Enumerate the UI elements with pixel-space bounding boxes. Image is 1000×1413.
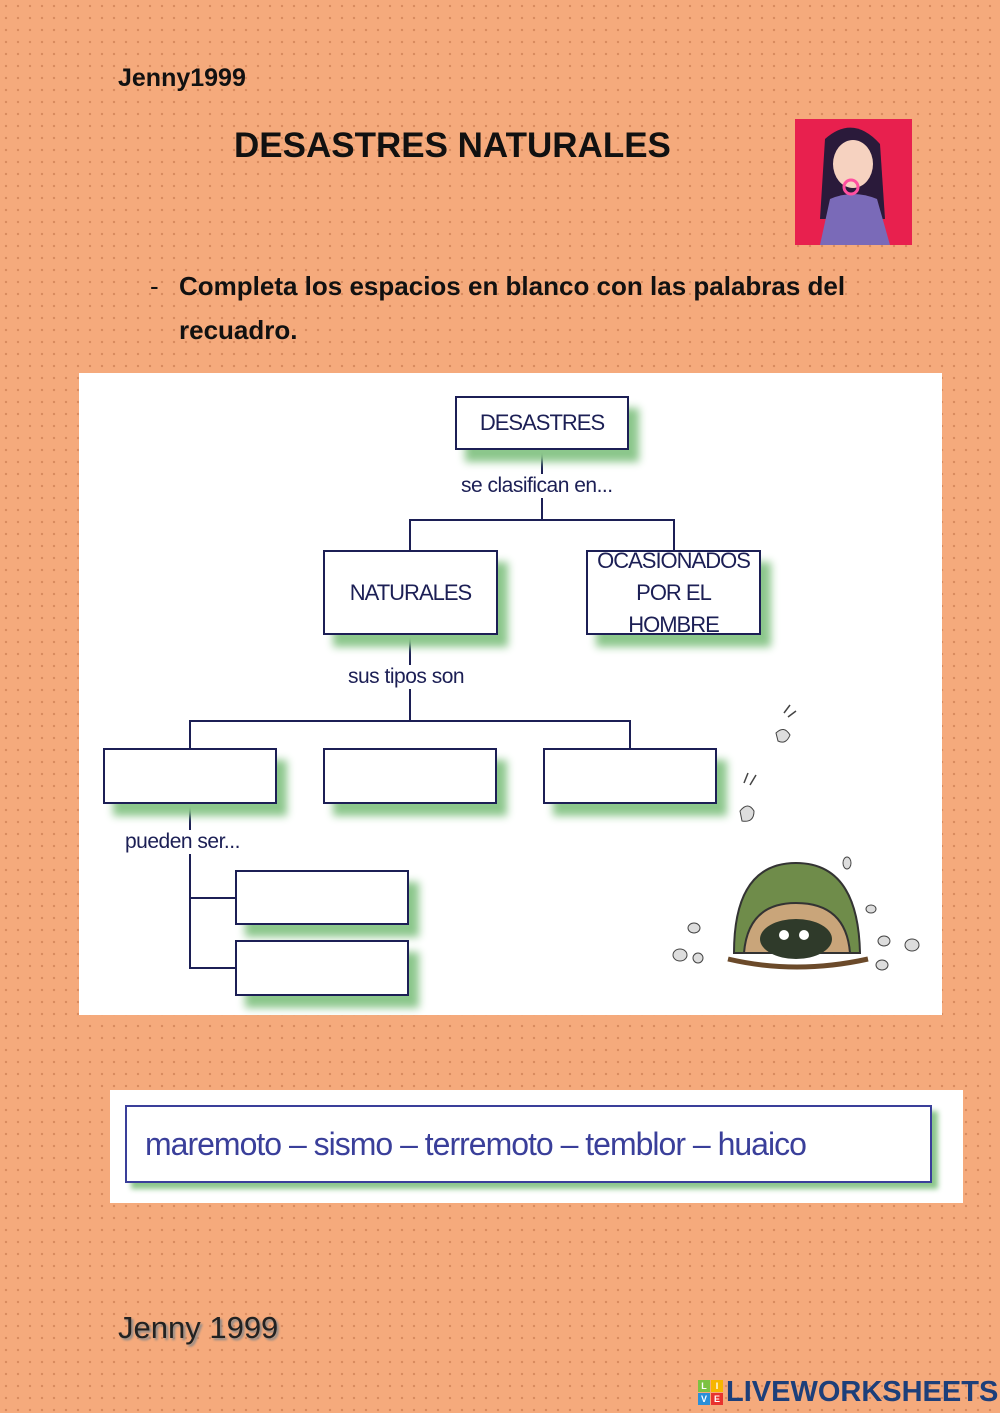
blank-subtype-2[interactable] — [235, 940, 409, 996]
instruction-text: Completa los espacios en blanco con las … — [179, 271, 846, 345]
blank-subtype-1[interactable] — [235, 870, 409, 925]
word-bank: maremoto – sismo – terremoto – temblor –… — [110, 1090, 963, 1203]
connector-label: sus tipos son — [346, 665, 467, 689]
connector-label: se clasifican en... — [459, 474, 615, 498]
node-desastres: DESASTRES — [455, 396, 629, 450]
avatar-image — [795, 119, 912, 245]
blank-type-3[interactable] — [543, 748, 717, 804]
node-ocasionados: OCASIONADOS POR EL HOMBRE — [586, 548, 761, 637]
logo-text: LIVEWORKSHEETS — [726, 1376, 999, 1408]
blank-type-2[interactable] — [323, 748, 497, 804]
node-naturales: NATURALES — [323, 550, 498, 635]
word-bank-text: maremoto – sismo – terremoto – temblor –… — [125, 1105, 932, 1183]
instruction: - Completa los espacios en blanco con la… — [150, 264, 890, 352]
concept-map: DESASTRES se clasifican en... NATURALES … — [79, 373, 942, 1015]
bullet: - — [150, 271, 159, 301]
footer-author: Jenny 1999 — [118, 1310, 279, 1345]
connector-label: pueden ser... — [123, 830, 242, 854]
turtle-illustration — [672, 704, 920, 971]
page-title: DESASTRES NATURALES — [234, 126, 671, 165]
author-label: Jenny1999 — [118, 64, 246, 92]
blank-type-1[interactable] — [103, 748, 277, 804]
